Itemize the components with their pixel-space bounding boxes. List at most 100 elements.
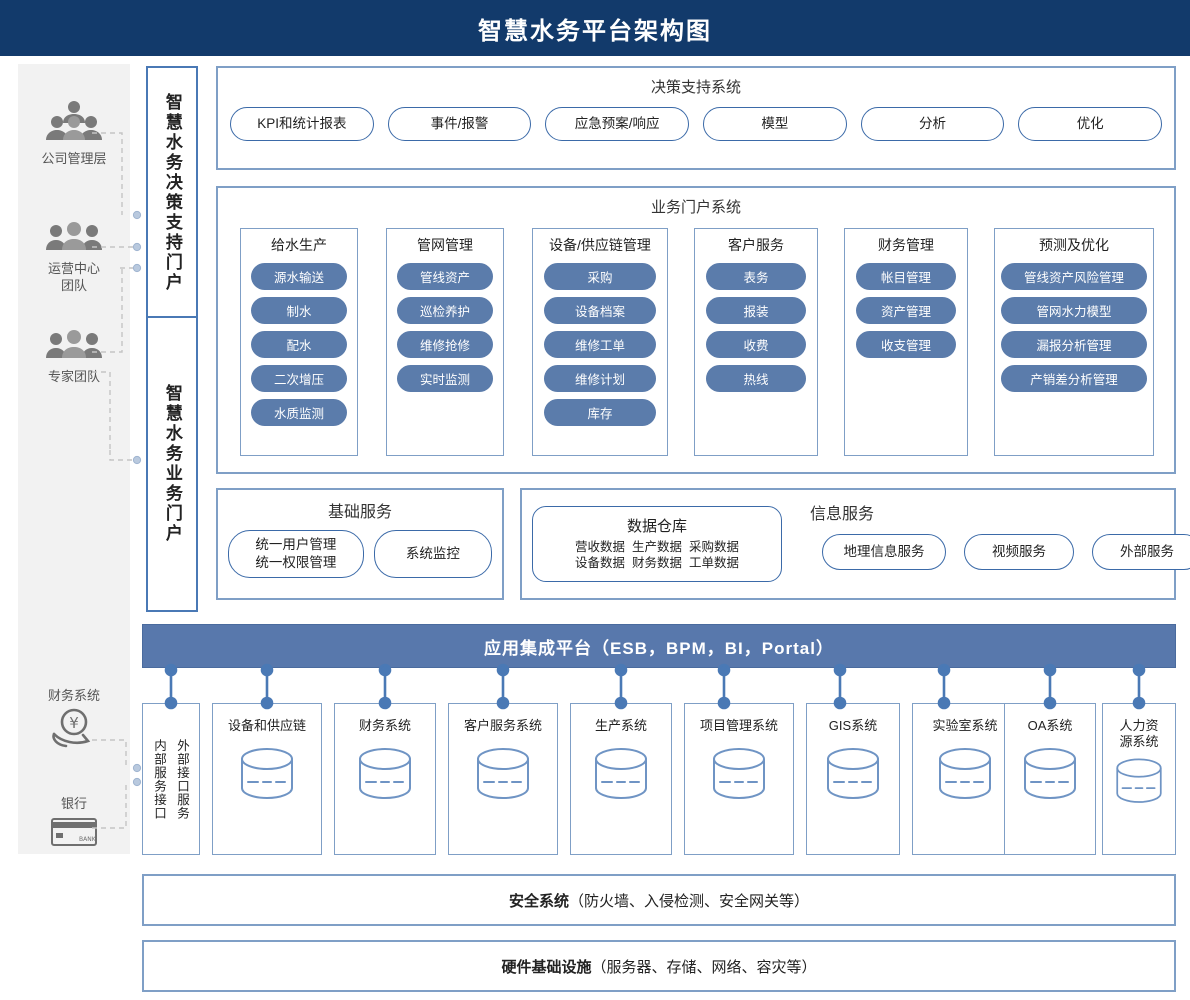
column-header: 预测及优化 — [1039, 237, 1109, 253]
column-header: 管网管理 — [417, 237, 473, 253]
info-service-gis[interactable]: 地理信息服务 — [822, 534, 946, 570]
portal-label: 智慧水务业务门户 — [162, 384, 182, 544]
module-pill[interactable]: 热线 — [706, 365, 806, 392]
system-box-gis[interactable]: GIS系统 — [806, 703, 900, 855]
portal-decision-support[interactable]: 智慧水务决策支持门户 — [146, 66, 198, 320]
security-system-bar[interactable]: 安全系统（防火墙、入侵检测、安全网关等） — [142, 874, 1176, 926]
database-cylinder-icon — [472, 746, 534, 809]
module-pill[interactable]: 管线资产风险管理 — [1001, 263, 1147, 290]
service-interface-box[interactable]: 内部服务接口 外部接口服务 — [142, 703, 200, 855]
module-pill[interactable]: 资产管理 — [856, 297, 956, 324]
actor-label: 公司管理层 — [41, 151, 107, 167]
module-pill[interactable]: 产销差分析管理 — [1001, 365, 1147, 392]
module-pill[interactable]: 巡检养护 — [397, 297, 493, 324]
data-warehouse-row: 营收数据 生产数据 采购数据 — [575, 539, 739, 554]
info-service-video[interactable]: 视频服务 — [964, 534, 1074, 570]
system-name: 客户服务系统 — [463, 718, 542, 733]
data-warehouse-box[interactable]: 数据仓库 营收数据 生产数据 采购数据 设备数据 财务数据 工单数据 — [532, 506, 782, 582]
database-cylinder-icon — [822, 746, 884, 809]
module-pill[interactable]: 采购 — [544, 263, 656, 290]
system-box-human-resources[interactable]: 人力资 源系统 — [1102, 703, 1176, 855]
bank-card-icon: BANK — [51, 817, 97, 851]
column-header: 设备/供应链管理 — [549, 237, 651, 253]
module-pill[interactable]: 收费 — [706, 331, 806, 358]
column-header: 客户服务 — [728, 237, 784, 253]
system-box-oa[interactable]: OA系统 — [1004, 703, 1096, 855]
system-box-laboratory[interactable]: 实验室系统 — [912, 703, 1018, 855]
actor-finance-system: 财务系统 ¥ — [18, 688, 130, 758]
actor-label: 财务系统 — [47, 688, 100, 703]
decision-support-title: 决策支持系统 — [650, 79, 741, 96]
portal-label: 智慧水务决策支持门户 — [162, 93, 182, 293]
module-pill[interactable]: 维修计划 — [544, 365, 656, 392]
info-service-external[interactable]: 外部服务 — [1092, 534, 1190, 570]
business-column-finance: 财务管理 帐目管理 资产管理 收支管理 — [844, 228, 968, 456]
module-pill[interactable]: 表务 — [706, 263, 806, 290]
system-name: 项目管理系统 — [699, 718, 778, 733]
internal-service-interface-label: 内部服务接口 — [152, 738, 166, 820]
module-pill[interactable]: 维修抢修 — [397, 331, 493, 358]
actor-company-management: 公司管理层 — [18, 100, 130, 168]
module-pill[interactable]: 管线资产 — [397, 263, 493, 290]
hardware-infrastructure-bar[interactable]: 硬件基础设施（服务器、存储、网络、容灾等） — [142, 940, 1176, 992]
module-pill[interactable]: 库存 — [544, 399, 656, 426]
module-pill[interactable]: 漏报分析管理 — [1001, 331, 1147, 358]
column-header: 财务管理 — [878, 237, 934, 253]
decision-item-optimize[interactable]: 优化 — [1018, 107, 1163, 141]
system-box-finance[interactable]: 财务系统 — [334, 703, 436, 855]
system-name: 人力资 源系统 — [1119, 718, 1159, 750]
business-column-customer-service: 客户服务 表务 报装 收费 热线 — [694, 228, 818, 456]
decision-item-model[interactable]: 模型 — [703, 107, 847, 141]
module-pill[interactable]: 设备档案 — [544, 297, 656, 324]
system-box-equipment-supply-chain[interactable]: 设备和供应链 — [212, 703, 322, 855]
portal-business[interactable]: 智慧水务业务门户 — [146, 316, 198, 612]
decision-item-emergency[interactable]: 应急预案/响应 — [545, 107, 690, 141]
module-pill[interactable]: 实时监测 — [397, 365, 493, 392]
business-column-forecast-optimization: 预测及优化 管线资产风险管理 管网水力模型 漏报分析管理 产销差分析管理 — [994, 228, 1154, 456]
data-warehouse-row: 设备数据 财务数据 工单数据 — [575, 555, 739, 570]
basic-service-monitoring[interactable]: 系统监控 — [373, 530, 492, 578]
database-cylinder-icon — [236, 746, 298, 809]
integration-platform-bar[interactable]: 应用集成平台（ESB，BPM，BI，Portal） — [142, 624, 1176, 668]
system-name: GIS系统 — [828, 718, 878, 733]
business-portal-title: 业务门户系统 — [650, 199, 741, 216]
basic-services-panel: 基础服务 统一用户管理 统一权限管理 系统监控 — [216, 488, 504, 600]
module-pill[interactable]: 源水输送 — [251, 263, 347, 290]
module-pill[interactable]: 配水 — [251, 331, 347, 358]
module-pill[interactable]: 报装 — [706, 297, 806, 324]
basic-services-title: 基础服务 — [327, 504, 392, 521]
basic-service-user-auth[interactable]: 统一用户管理 统一权限管理 — [228, 530, 364, 578]
module-pill[interactable]: 管网水力模型 — [1001, 297, 1147, 324]
system-name: 生产系统 — [594, 718, 647, 733]
business-column-pipe-network: 管网管理 管线资产 巡检养护 维修抢修 实时监测 — [386, 228, 504, 456]
actor-label: 银行 — [60, 796, 87, 811]
module-pill[interactable]: 收支管理 — [856, 331, 956, 358]
decision-support-panel: 决策支持系统 KPI和统计报表 事件/报警 应急预案/响应 模型 分析 优化 — [216, 66, 1176, 170]
hardware-infrastructure-title: 硬件基础设施 — [501, 958, 592, 976]
module-pill[interactable]: 制水 — [251, 297, 347, 324]
actor-operations-team: 运营中心 团队 — [18, 222, 130, 294]
information-services-title: 信息服务 — [810, 506, 875, 523]
module-pill[interactable]: 维修工单 — [544, 331, 656, 358]
people-group-icon — [46, 100, 102, 146]
svg-text:¥: ¥ — [69, 714, 79, 732]
yuan-hand-icon: ¥ — [48, 708, 100, 752]
module-pill[interactable]: 二次增压 — [251, 365, 347, 392]
system-name: OA系统 — [1027, 718, 1073, 733]
system-box-customer-service[interactable]: 客户服务系统 — [448, 703, 558, 855]
actor-label: 专家团队 — [47, 369, 100, 385]
column-header: 给水生产 — [271, 237, 327, 253]
decision-item-analysis[interactable]: 分析 — [860, 107, 1005, 141]
decision-item-kpi[interactable]: KPI和统计报表 — [230, 107, 374, 141]
system-box-production[interactable]: 生产系统 — [570, 703, 672, 855]
security-system-title: 安全系统 — [508, 892, 569, 910]
decision-item-event-alarm[interactable]: 事件/报警 — [387, 107, 532, 141]
hardware-infrastructure-detail: （服务器、存储、网络、容灾等） — [591, 958, 817, 976]
database-cylinder-icon — [1112, 755, 1166, 814]
module-pill[interactable]: 水质监测 — [251, 399, 347, 426]
module-pill[interactable]: 帐目管理 — [856, 263, 956, 290]
system-box-project-management[interactable]: 项目管理系统 — [684, 703, 794, 855]
database-cylinder-icon — [934, 746, 996, 809]
database-cylinder-icon — [1019, 746, 1081, 809]
svg-text:BANK: BANK — [79, 836, 97, 843]
